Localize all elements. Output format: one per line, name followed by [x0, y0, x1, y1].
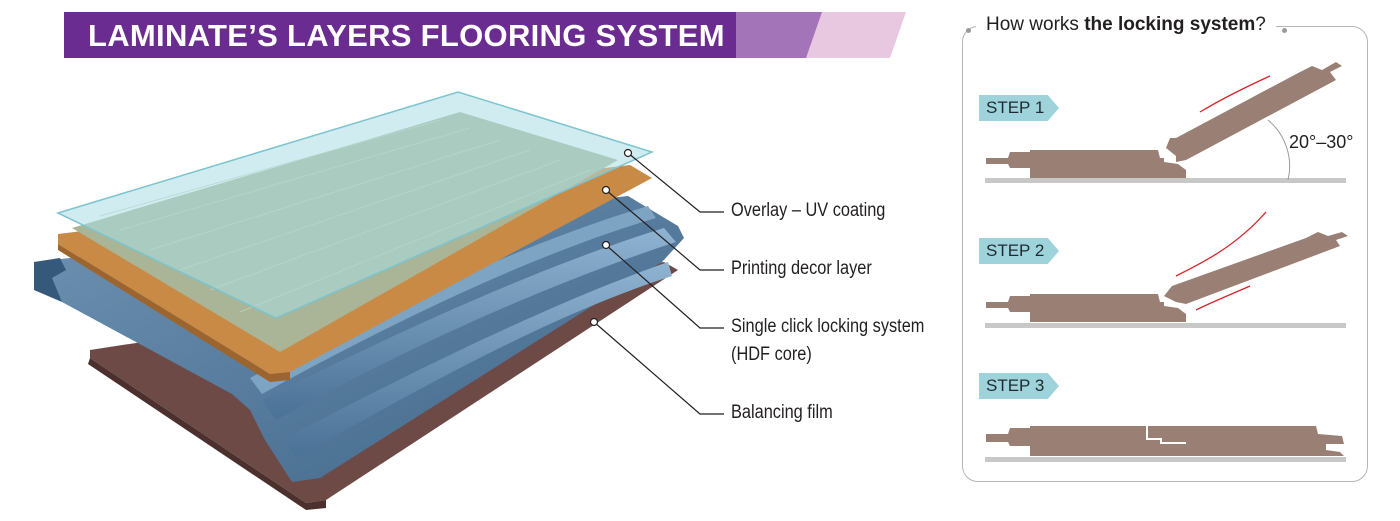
step-3-illustration — [985, 426, 1346, 462]
balancing-film-edge — [88, 358, 326, 510]
step-2-motion-line-top — [1175, 211, 1267, 277]
panel-title-bold: the locking system — [1084, 14, 1256, 35]
step-3-tag: STEP 3 — [979, 373, 1059, 399]
hdf-left-profile — [34, 258, 66, 302]
label-single-click-locking-system: Single click locking system — [731, 316, 925, 337]
banner-primary-block — [64, 12, 736, 58]
leader-lines — [593, 152, 724, 415]
overlay-sheet — [55, 91, 655, 319]
step-2-tag: STEP 2 — [979, 238, 1059, 264]
step-2-motion-line-bottom — [1195, 285, 1251, 311]
hdf-ridge-1 — [262, 228, 676, 420]
title-banner: LAMINATE’S LAYERS FLOORING SYSTEM — [64, 12, 906, 58]
leader-dot-overlay — [623, 148, 633, 158]
step-1-plank-flat — [986, 150, 1186, 178]
panel-title-dot-right — [1282, 28, 1287, 33]
banner-shapes — [64, 12, 906, 58]
leader-dots — [589, 148, 633, 327]
step-1-floor — [985, 178, 1346, 183]
locking-panel-title: How works the locking system? — [976, 14, 1276, 36]
step-1-motion-line — [1199, 75, 1271, 113]
leader-dot-balancing — [589, 317, 599, 327]
leader-dot-hdf — [601, 240, 611, 250]
label-hdf-core: (HDF core) — [731, 344, 812, 365]
layer-diagram — [34, 91, 724, 510]
leader-hdf — [605, 244, 724, 329]
panel-title-suffix: ? — [1255, 14, 1266, 35]
step-2-plank-angled — [1164, 232, 1348, 304]
leader-dot-decor — [601, 185, 611, 195]
step-1-tag: STEP 1 — [979, 95, 1059, 121]
step-3-floor — [985, 457, 1346, 462]
step-3-plank-right — [1148, 426, 1344, 456]
step-1-plank-angled — [1166, 62, 1342, 162]
step-3-plank-left — [986, 426, 1186, 456]
step-2-illustration — [985, 211, 1348, 328]
leader-overlay — [627, 152, 724, 213]
panel-title-prefix: How works — [986, 14, 1085, 35]
angle-label: 20°–30° — [1289, 132, 1354, 152]
overlay-uv-layer — [55, 91, 655, 319]
panel-title-dot-left — [966, 28, 971, 33]
step-1-angle-arc — [1267, 119, 1291, 181]
banner-secondary-block — [734, 12, 822, 58]
label-overlay-uv-coating: Overlay – UV coating — [731, 200, 886, 221]
step-2-floor — [985, 323, 1346, 328]
leader-balancing — [593, 321, 724, 415]
leader-decor — [605, 189, 724, 271]
step-2-plank-flat — [986, 294, 1186, 322]
hdf-ridge-3 — [250, 206, 656, 394]
label-printing-decor-layer: Printing decor layer — [731, 258, 872, 279]
hdf-ridge-2 — [282, 262, 672, 458]
step-1-illustration — [985, 62, 1346, 183]
label-balancing-film: Balancing film — [731, 402, 833, 423]
page-title: LAMINATE’S LAYERS FLOORING SYSTEM — [88, 18, 725, 53]
